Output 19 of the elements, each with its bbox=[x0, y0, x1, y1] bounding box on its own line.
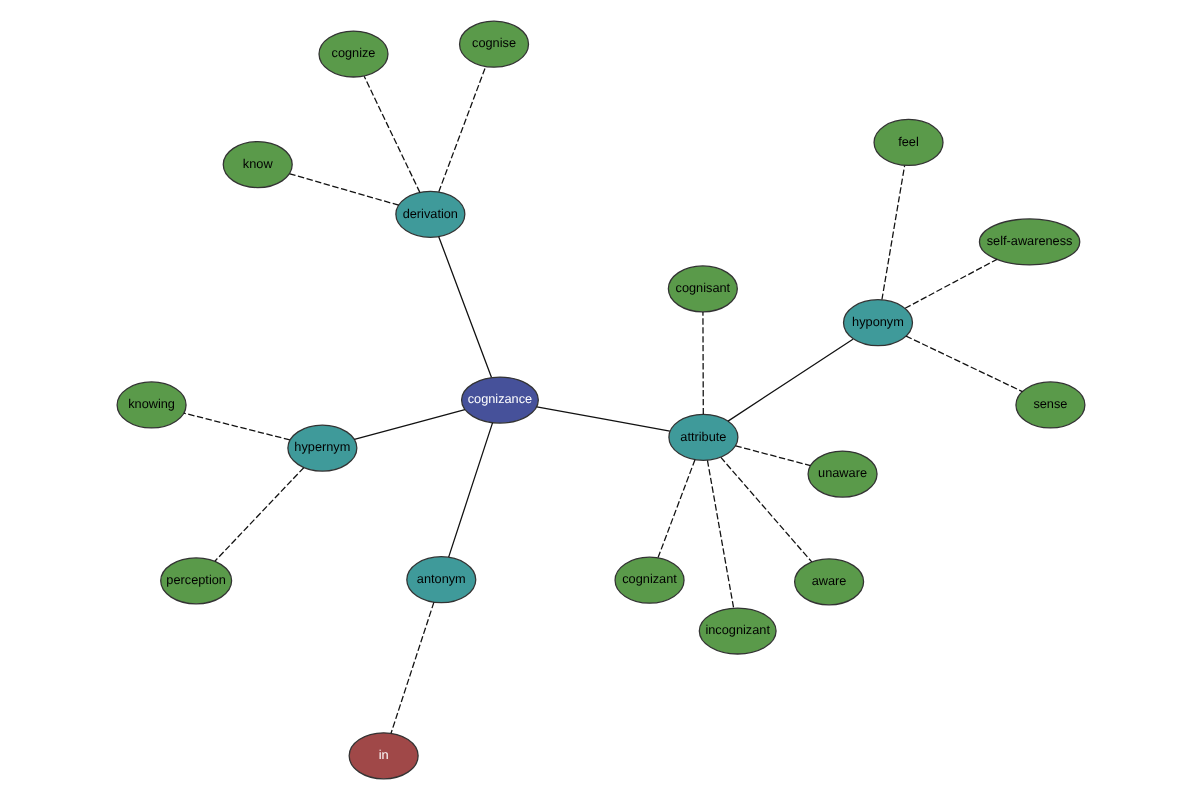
connector bbox=[182, 412, 290, 441]
connector bbox=[656, 459, 695, 559]
connector bbox=[726, 338, 853, 422]
connector bbox=[535, 406, 670, 432]
connector bbox=[705, 459, 734, 609]
connector bbox=[734, 445, 811, 467]
connector bbox=[701, 311, 703, 415]
connector bbox=[213, 467, 304, 562]
connector bbox=[437, 66, 486, 193]
connector bbox=[362, 75, 420, 193]
connector bbox=[904, 335, 1022, 393]
connector bbox=[288, 173, 399, 206]
connector bbox=[719, 456, 812, 563]
connector bbox=[352, 408, 465, 441]
connector bbox=[880, 164, 905, 301]
connector bbox=[389, 601, 434, 734]
connector bbox=[903, 258, 997, 309]
connector bbox=[447, 422, 493, 558]
connector bbox=[437, 236, 492, 378]
